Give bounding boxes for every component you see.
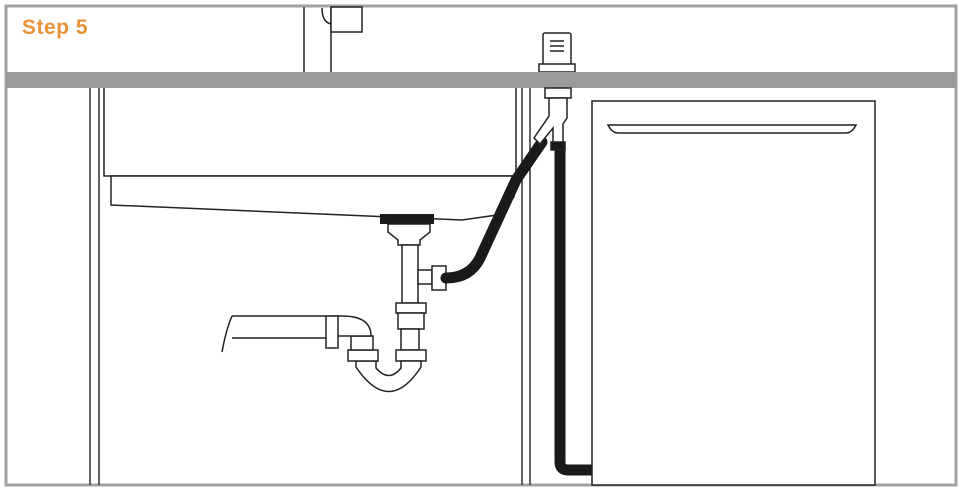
p-trap-icon <box>221 315 427 393</box>
dishwasher-icon <box>591 100 876 486</box>
faucet-icon <box>303 6 363 72</box>
drain-hose-icon <box>440 136 598 476</box>
air-gap-icon <box>538 32 576 73</box>
countertop <box>6 72 956 88</box>
step-title: Step 5 <box>22 16 89 39</box>
air-gap-body <box>533 87 572 151</box>
